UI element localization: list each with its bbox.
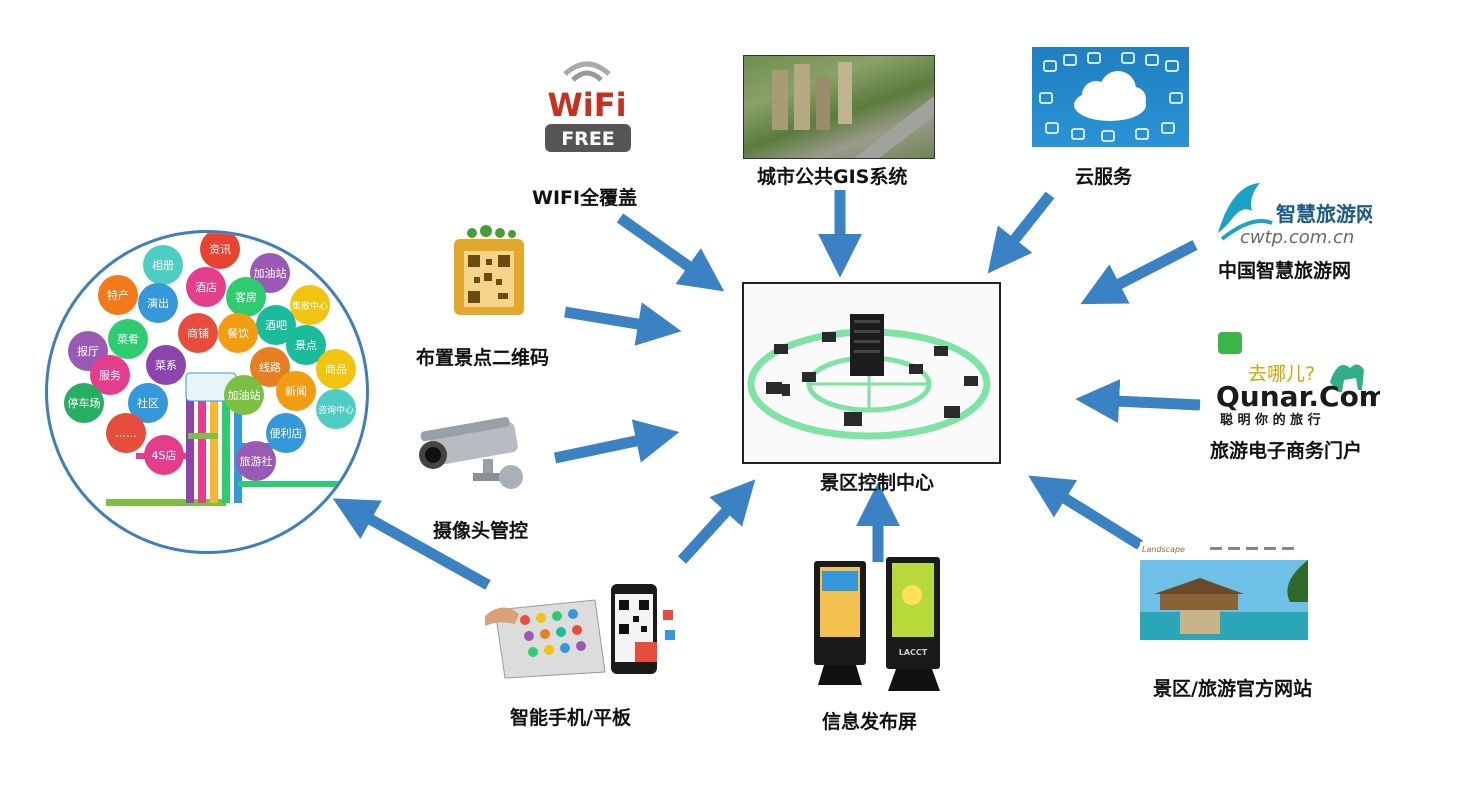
network-illustration <box>747 314 991 440</box>
tree-bubble <box>143 245 183 285</box>
tree-bubble <box>316 389 356 429</box>
tree-bubble-label: 便利店 <box>270 426 303 440</box>
gis-label: 城市公共GIS系统 <box>757 166 908 188</box>
arrow-cwtp <box>1080 240 1198 305</box>
tree-bubble-label: 4S店 <box>152 448 177 462</box>
service-tree-circle: 资讯相册特产加油站酒店客房集散中心演出酒吧报厅菜肴商铺餐饮景点菜系线路商品服务停… <box>45 230 369 554</box>
tree-bubble-label: 报厅 <box>77 344 99 358</box>
arrow-qunar <box>1075 379 1201 424</box>
control-center-box <box>742 282 1001 464</box>
arrow-wifi <box>616 213 725 292</box>
tree-bubble-label: 新闻 <box>285 384 307 398</box>
tree-bubble <box>256 305 296 345</box>
cwtp-logo: 智慧旅游网 cwtp.com.cn <box>1212 175 1372 247</box>
kiosk-image: LACCT <box>808 555 948 695</box>
camera-label: 摄像头管控 <box>433 520 529 542</box>
tree-bubble-label: 咨询中心 <box>318 404 354 416</box>
arrow-website <box>1028 475 1143 550</box>
arrow-cloud <box>987 191 1055 274</box>
tree-bubble-label: 社区 <box>137 396 159 410</box>
tree-bubble <box>64 383 104 423</box>
tree-bubble-label: 相册 <box>152 259 174 272</box>
tree-bubble-label: 景点 <box>295 339 317 352</box>
wifi-free-text: FREE <box>561 128 615 150</box>
tree-bubble-label: 加油站 <box>254 266 287 280</box>
tree-bubble <box>128 383 168 423</box>
qunar-label: 旅游电子商务门户 <box>1210 440 1363 462</box>
website-screenshot: Landscape <box>1140 542 1308 640</box>
control-center-label: 景区控制中心 <box>820 472 935 494</box>
tree-bubble <box>146 345 186 385</box>
gis-city-image <box>743 55 935 159</box>
service-tree-illustration: 资讯相册特产加油站酒店客房集散中心演出酒吧报厅菜肴商铺餐饮景点菜系线路商品服务停… <box>64 233 356 506</box>
wifi-logo-text: WiFi <box>547 86 626 124</box>
tree-bubble <box>90 355 130 395</box>
tree-bubble-label: 集散中心 <box>292 300 328 312</box>
tree-bubble <box>200 233 240 269</box>
tree-bubble <box>236 441 276 481</box>
tree-bubble <box>286 325 326 365</box>
tree-bubble-label: 客房 <box>235 290 257 304</box>
kiosk-screen-brand: LACCT <box>899 648 928 657</box>
tree-bubble <box>266 413 306 453</box>
tree-bubble <box>218 313 258 353</box>
cloud-label: 云服务 <box>1075 166 1133 188</box>
qunar-tagline: 聪 明 你 的 旅 行 <box>1220 412 1321 428</box>
tree-bubble-label: 线路 <box>259 360 281 374</box>
tree-bubble-label: …… <box>115 427 137 440</box>
tree-bubble-label: 菜系 <box>155 359 177 372</box>
mobile-label: 智能手机/平板 <box>510 707 631 729</box>
camera-image <box>413 415 533 497</box>
cwtp-brand: 智慧旅游网 <box>1276 202 1372 226</box>
tree-bubble <box>98 275 138 315</box>
tree-bubble-label: 资讯 <box>209 243 231 256</box>
tree-bubble-label: 演出 <box>147 296 169 310</box>
tree-bubble-label: 酒店 <box>195 280 217 294</box>
arrow-to-tree <box>332 498 491 590</box>
arrow-camera <box>553 419 680 464</box>
tree-bubble-label: 旅游社 <box>240 454 273 468</box>
wifi-logo: WiFi FREE <box>535 58 640 160</box>
website-site-logo: Landscape <box>1142 545 1185 554</box>
tree-bubble <box>226 277 266 317</box>
tree-bubble <box>316 349 356 389</box>
wifi-label: WIFI全覆盖 <box>532 187 638 209</box>
tree-bubble-label: 酒吧 <box>265 319 287 332</box>
tree-bubble <box>186 267 226 307</box>
arrow-qr <box>564 302 682 346</box>
tree-bubble <box>106 413 146 453</box>
mobile-tablet-image <box>485 580 685 680</box>
tree-bubble <box>276 371 316 411</box>
tree-bubble-label: 餐饮 <box>227 326 249 340</box>
qunar-slogan: 去哪儿? <box>1248 363 1315 385</box>
cwtp-domain: cwtp.com.cn <box>1240 227 1354 247</box>
tree-bubble <box>290 285 330 325</box>
service-bubbles: 资讯相册特产加油站酒店客房集散中心演出酒吧报厅菜肴商铺餐饮景点菜系线路商品服务停… <box>64 233 356 481</box>
cwtp-label: 中国智慧旅游网 <box>1218 260 1352 282</box>
arrow-mobile <box>677 479 756 564</box>
kiosk-label: 信息发布屏 <box>822 711 918 733</box>
tree-bubble <box>138 283 178 323</box>
tree-bubble-label: 商品 <box>325 362 347 376</box>
tree-bubble <box>224 375 264 415</box>
tree-bubble-label: 特产 <box>107 288 129 302</box>
tree-bubble <box>108 319 148 359</box>
website-label: 景区/旅游官方网站 <box>1153 678 1312 700</box>
tree-bubble-label: 服务 <box>99 369 121 382</box>
qunar-brand: Qunar.Com <box>1216 380 1380 413</box>
qr-code-image <box>452 225 526 317</box>
tree-bubble <box>178 313 218 353</box>
cloud-service-image <box>1032 47 1189 147</box>
tree-bubble-label: 菜肴 <box>117 333 139 346</box>
qunar-logo: 去哪儿? Qunar.Com 聪 明 你 的 旅 行 <box>1212 328 1380 428</box>
tree-bubble-label: 商铺 <box>187 326 209 340</box>
qr-label: 布置景点二维码 <box>416 347 550 369</box>
tree-bubble <box>144 435 184 475</box>
tree-bubble-label: 加油站 <box>228 388 261 402</box>
tree-bubble <box>250 347 290 387</box>
tree-bubble-label: 停车场 <box>68 396 101 410</box>
